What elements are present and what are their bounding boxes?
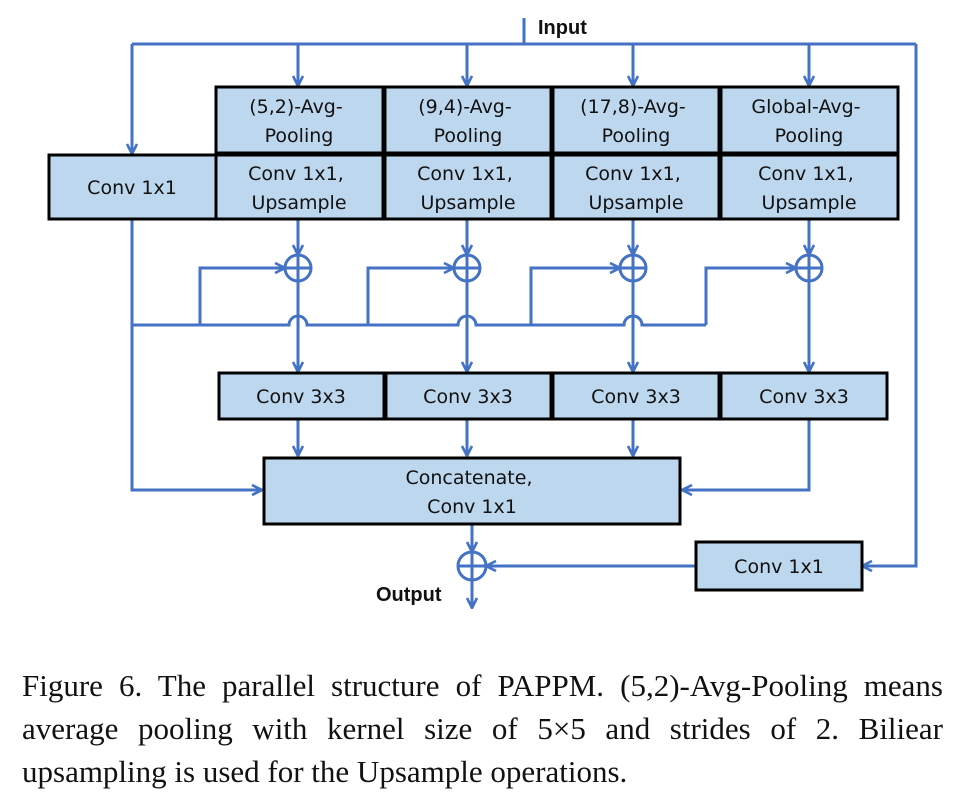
- svg-text:(5,2)-Avg- Pooling: (5,2)-Avg- Pooling: [249, 96, 349, 147]
- blocks: Conv 1x1 (5,2)-Avg- Pooling (9,4)-Avg- P…: [47, 85, 900, 592]
- svg-text:Conv 3x3: Conv 3x3: [759, 386, 849, 408]
- bus-to-plus-4: [704, 268, 796, 325]
- conv-up-3-line-1: Conv 1x1,: [585, 163, 681, 185]
- bus-to-plus-2: [366, 268, 454, 325]
- output-label: Output: [376, 584, 442, 606]
- conv-up-1-line-2: Upsample: [251, 192, 346, 214]
- conv-up-1-line-1: Conv 1x1,: [248, 163, 344, 185]
- conv3x3-1-label: Conv 3x3: [256, 386, 346, 408]
- pool-3-line-2: Pooling: [602, 125, 671, 147]
- conv3x3-3-label: Conv 3x3: [591, 386, 681, 408]
- flow-lines: [130, 18, 918, 608]
- svg-text:Conv 3x3: Conv 3x3: [256, 386, 346, 408]
- shortcut-label: Conv 1x1: [734, 556, 824, 578]
- output-plus-icon: [456, 550, 488, 582]
- svg-text:Conv 3x3: Conv 3x3: [423, 386, 513, 408]
- svg-text:(17,8)-Avg- Pooling: (17,8)-Avg- Pooling: [580, 96, 692, 147]
- conv1x1-left-block: Conv 1x1: [47, 153, 218, 221]
- conv-upsample-block-2: Conv 1x1, Upsample: [383, 153, 553, 221]
- plus-icon: [794, 253, 824, 283]
- conv-up-2-line-1: Conv 1x1,: [417, 163, 513, 185]
- concat-block: Concatenate, Conv 1x1: [262, 456, 682, 526]
- conv3x3-4-label: Conv 3x3: [759, 386, 849, 408]
- conv-up-4-line-1: Conv 1x1,: [758, 163, 854, 185]
- bus-to-plus-3: [529, 268, 620, 325]
- conv3x3-block-2: Conv 3x3: [384, 371, 553, 421]
- svg-text:Conv 1x1, Upsample: Conv 1x1, Upsample: [585, 163, 687, 214]
- pool-2-line-1: (9,4)-Avg-: [418, 96, 512, 118]
- pool-block-2: (9,4)-Avg- Pooling: [383, 85, 553, 155]
- plus-icon: [618, 253, 648, 283]
- pool-block-3: (17,8)-Avg- Pooling: [551, 85, 721, 155]
- svg-text:Conv 1x1: Conv 1x1: [734, 556, 824, 578]
- conv1x1-to-concat: [130, 219, 262, 490]
- bus-to-plus-1: [198, 268, 285, 325]
- conv-up-2-line-2: Upsample: [420, 192, 515, 214]
- pool-block-1: (5,2)-Avg- Pooling: [214, 85, 385, 155]
- svg-text:Global-Avg- Pooling: Global-Avg- Pooling: [751, 96, 866, 147]
- input-label: Input: [538, 17, 587, 39]
- conv3x3-2-label: Conv 3x3: [423, 386, 513, 408]
- conv-upsample-block-1: Conv 1x1, Upsample: [214, 153, 385, 221]
- conv-up-4-line-2: Upsample: [761, 192, 856, 214]
- pool-block-4: Global-Avg- Pooling: [719, 85, 900, 155]
- svg-text:Conv 3x3: Conv 3x3: [591, 386, 681, 408]
- svg-text:(9,4)-Avg- Pooling: (9,4)-Avg- Pooling: [418, 96, 518, 147]
- concat-line-2: Conv 1x1: [427, 496, 517, 518]
- conv3x3-block-4: Conv 3x3: [719, 371, 889, 421]
- conv3x3-block-3: Conv 3x3: [551, 371, 721, 421]
- pool-2-line-2: Pooling: [434, 125, 503, 147]
- broadcast-bus: [132, 314, 706, 327]
- svg-text:Conv 1x1: Conv 1x1: [87, 177, 177, 199]
- svg-text:Concatenate, Conv 1x1: Concatenate, Conv 1x1: [405, 467, 538, 518]
- conv3x3-block-1: Conv 3x3: [217, 371, 386, 421]
- figure-caption: Figure 6. The parallel structure of PAPP…: [22, 668, 943, 789]
- pool-1-line-2: Pooling: [265, 125, 334, 147]
- pool-4-line-2: Pooling: [775, 125, 844, 147]
- svg-text:Conv 1x1, Upsample: Conv 1x1, Upsample: [417, 163, 519, 214]
- conv-up-3-line-2: Upsample: [588, 192, 683, 214]
- plus-icon: [283, 253, 313, 283]
- svg-text:Conv 1x1, Upsample: Conv 1x1, Upsample: [248, 163, 350, 214]
- input-to-shortcut: [862, 44, 918, 566]
- conv1x1-left-line-1: Conv 1x1: [87, 177, 177, 199]
- concat-line-1: Concatenate,: [405, 467, 532, 489]
- pool-4-line-1: Global-Avg-: [751, 96, 860, 118]
- svg-text:Conv 1x1, Upsample: Conv 1x1, Upsample: [758, 163, 860, 214]
- pappm-diagram: Conv 1x1 (5,2)-Avg- Pooling (9,4)-Avg- P…: [47, 17, 918, 640]
- plus-icon: [452, 253, 482, 283]
- conv-upsample-block-3: Conv 1x1, Upsample: [551, 153, 721, 221]
- pool-3-line-1: (17,8)-Avg-: [580, 96, 686, 118]
- pool-1-line-1: (5,2)-Avg-: [249, 96, 343, 118]
- conv1x1-shortcut-block: Conv 1x1: [694, 540, 864, 592]
- conv3x3-4-to-concat: [682, 419, 811, 490]
- plus-junctions: [283, 253, 824, 582]
- conv-upsample-block-4: Conv 1x1, Upsample: [719, 153, 900, 221]
